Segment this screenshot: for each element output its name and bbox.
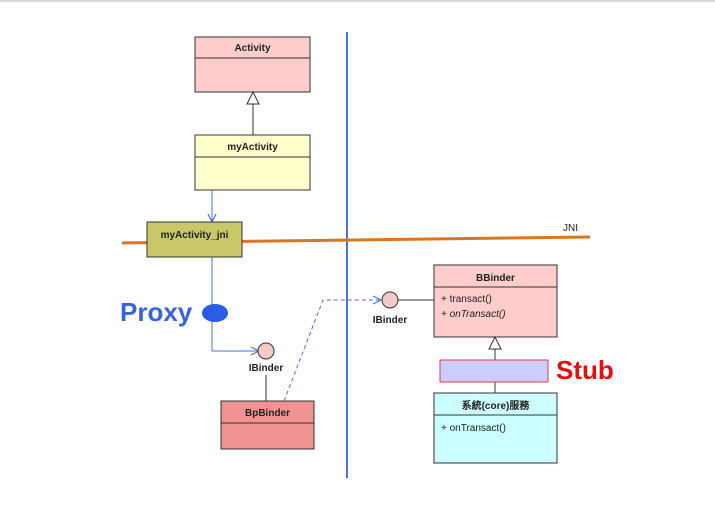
- class-bbinder: BBinder + transact() + onTransact(): [433, 264, 558, 338]
- bbinder-operation-transact: + transact(): [441, 294, 492, 305]
- ibinder-left-label: IBinder: [249, 363, 284, 374]
- ibinder-right-icon: [381, 291, 399, 309]
- class-bpbinder: BpBinder: [220, 400, 315, 450]
- stub-label: Stub: [556, 355, 614, 385]
- inheritance-arrowhead-bbinder: [488, 335, 502, 350]
- class-myactivity-name: myActivity: [227, 142, 278, 153]
- class-activity-name: Activity: [234, 43, 271, 54]
- dependency-bpbinder-to-ibinder: [283, 300, 381, 402]
- top-border: [0, 0, 715, 2]
- class-bpbinder-name: BpBinder: [245, 408, 290, 419]
- class-core-service-name: 系統(core)服務: [462, 399, 531, 412]
- class-bbinder-name: BBinder: [476, 273, 515, 284]
- class-core-service: 系統(core)服務 + onTransact(): [433, 392, 558, 464]
- jni-label: JNI: [563, 223, 578, 234]
- class-myactivity-jni-name: myActivity_jni: [161, 230, 229, 241]
- class-myactivity: myActivity: [194, 134, 311, 191]
- proxy-label: Proxy: [120, 297, 193, 327]
- ibinder-right-label: IBinder: [373, 315, 408, 326]
- proxy-connection: [211, 257, 259, 351]
- inheritance-arrowhead-activity: [246, 90, 260, 105]
- ibinder-left-icon: [257, 342, 275, 360]
- class-activity: Activity: [194, 36, 311, 93]
- class-myactivity-jni: myActivity_jni: [146, 221, 243, 258]
- core-service-operation-ontransact: + onTransact(): [441, 423, 506, 434]
- stub-box: [439, 359, 549, 383]
- bbinder-operation-ontransact: + onTransact(): [441, 309, 506, 320]
- proxy-dot: [202, 304, 228, 322]
